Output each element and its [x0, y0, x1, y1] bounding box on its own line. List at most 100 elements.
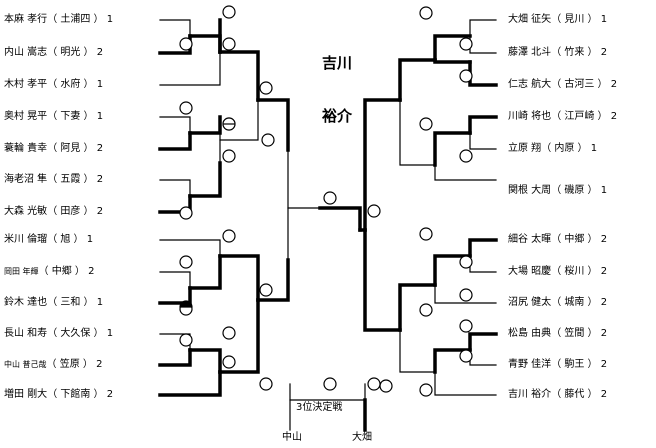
- player-school: 藤代: [564, 389, 585, 400]
- player-name: 長山 和寿: [4, 328, 48, 339]
- player-score: 2: [88, 266, 95, 277]
- player-school: 見川: [564, 14, 585, 25]
- player-name: 仁志 航大: [508, 79, 552, 90]
- player-score: 2: [600, 328, 608, 339]
- player-score: 2: [96, 143, 104, 154]
- player-school: 三和: [60, 297, 81, 308]
- left-entry-11: 長山 和寿（ 大久保 ） 1: [4, 328, 114, 339]
- player-score: 2: [600, 234, 608, 245]
- player-name: 大場 昭慶: [508, 266, 552, 277]
- player-name: 米川 倫瑠: [4, 234, 48, 245]
- right-entry-5: 立原 翔（ 内原 ） 1: [508, 143, 598, 154]
- player-name: 松島 由典: [508, 328, 552, 339]
- player-school: 笠間: [564, 328, 585, 339]
- player-name: 海老沼 隼: [4, 174, 48, 185]
- player-school: 城南: [564, 297, 585, 308]
- player-school: 中郷: [51, 266, 72, 277]
- player-school: 明光: [60, 47, 81, 58]
- player-score: 2: [600, 359, 608, 370]
- left-entry-12: 中山 普己哉（ 笠原 ） 2: [4, 359, 103, 370]
- left-entry-3: 木村 孝平（ 水府 ） 1: [4, 79, 104, 90]
- right-entry-10: 松島 由典（ 笠間 ） 2: [508, 328, 608, 339]
- right-entry-11: 青野 佳洋（ 駒王 ） 2: [508, 359, 608, 370]
- player-name: 吉川 裕介: [508, 389, 552, 400]
- player-school: 下妻: [60, 111, 81, 122]
- player-name: 蓑輪 貴幸: [4, 143, 48, 154]
- player-school: 水府: [60, 79, 81, 90]
- right-entry-6: 関根 大周（ 磯原 ） 1: [508, 185, 608, 196]
- player-name: 藤澤 北斗: [508, 47, 552, 58]
- player-name: 大畑 征矢: [508, 14, 552, 25]
- player-name: 本麻 孝行: [4, 14, 48, 25]
- player-score: 1: [86, 234, 94, 245]
- left-entry-5: 蓑輪 貴幸（ 阿見 ） 2: [4, 143, 104, 154]
- player-score: 1: [600, 185, 608, 196]
- player-name: 大森 光敏: [4, 206, 48, 217]
- left-entry-2: 内山 嵩志（ 明光 ） 2: [4, 47, 104, 58]
- right-entry-7: 細谷 太暉（ 中郷 ） 2: [508, 234, 608, 245]
- player-score: 2: [96, 47, 104, 58]
- player-school: 竹来: [564, 47, 585, 58]
- third-place-left-name: 中山: [282, 432, 302, 443]
- player-school: 内原: [554, 143, 575, 154]
- player-school: 中郷: [564, 234, 585, 245]
- left-entry-6: 海老沼 隼（ 五霞 ） 2: [4, 174, 104, 185]
- player-score: 2: [600, 47, 608, 58]
- player-school: 五霞: [60, 174, 81, 185]
- right-entry-2: 藤澤 北斗（ 竹来 ） 2: [508, 47, 608, 58]
- player-school: 駒王: [564, 359, 585, 370]
- player-school: 旭: [60, 234, 71, 245]
- player-name: 青野 佳洋: [508, 359, 552, 370]
- right-entry-8: 大場 昭慶（ 桜川 ） 2: [508, 266, 608, 277]
- player-name: 細谷 太暉: [508, 234, 552, 245]
- left-entry-13: 増田 剛大（ 下館南 ） 2: [4, 389, 114, 400]
- left-entry-9: 岡田 年輝（ 中郷 ） 2: [4, 266, 95, 277]
- third-place-label: 3位決定戦: [296, 402, 343, 413]
- player-score: 2: [600, 266, 608, 277]
- player-school: 阿見: [60, 143, 81, 154]
- champion-name-line1: 吉川: [322, 54, 353, 72]
- player-score: 1: [600, 14, 608, 25]
- right-entry-3: 仁志 航大（ 古河三 ） 2: [508, 79, 618, 90]
- player-name: 増田 剛大: [4, 389, 48, 400]
- champion-name-line2: 裕介: [322, 107, 353, 125]
- left-entry-8: 米川 倫瑠（ 旭 ） 1: [4, 234, 94, 245]
- right-entry-1: 大畑 征矢（ 見川 ） 1: [508, 14, 608, 25]
- player-name: 奥村 晃平: [4, 111, 48, 122]
- player-school: 下館南: [60, 389, 91, 400]
- right-entry-9: 沼尻 健太（ 城南 ） 2: [508, 297, 608, 308]
- player-score: 2: [600, 297, 608, 308]
- player-score: 2: [610, 111, 618, 122]
- player-school: 江戸崎: [564, 111, 595, 122]
- third-place-right-name: 大畑: [352, 432, 372, 443]
- player-score: 1: [106, 328, 114, 339]
- player-score: 1: [590, 143, 598, 154]
- player-score: 2: [96, 359, 103, 370]
- player-score: 1: [96, 111, 104, 122]
- player-school: 磯原: [564, 185, 585, 196]
- player-score: 2: [96, 174, 104, 185]
- player-name: 中山 普己哉: [4, 360, 47, 369]
- player-score: 2: [106, 389, 114, 400]
- player-name: 木村 孝平: [4, 79, 48, 90]
- player-name: 沼尻 健太: [508, 297, 552, 308]
- player-school: 土浦四: [60, 14, 91, 25]
- player-school: 田彦: [60, 206, 81, 217]
- player-score: 2: [600, 389, 608, 400]
- right-entry-12: 吉川 裕介（ 藤代 ） 2: [508, 389, 608, 400]
- left-entry-7: 大森 光敏（ 田彦 ） 2: [4, 206, 104, 217]
- player-score: 2: [610, 79, 618, 90]
- player-name: 内山 嵩志: [4, 47, 48, 58]
- player-school: 古河三: [564, 79, 595, 90]
- player-name: 岡田 年輝: [4, 267, 39, 276]
- player-score: 1: [96, 79, 104, 90]
- player-school: 桜川: [564, 266, 585, 277]
- player-school: 大久保: [60, 328, 91, 339]
- player-name: 立原 翔: [508, 143, 542, 154]
- player-school: 笠原: [59, 359, 80, 370]
- player-score: 1: [106, 14, 114, 25]
- right-entry-4: 川崎 将也（ 江戸崎 ） 2: [508, 111, 618, 122]
- player-score: 2: [96, 206, 104, 217]
